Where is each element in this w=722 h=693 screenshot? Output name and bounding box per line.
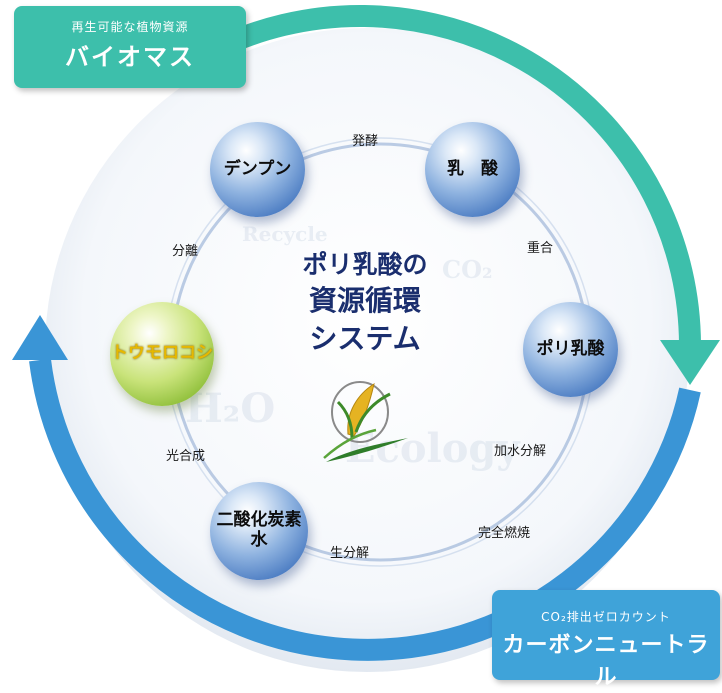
step-polymerization: 重合: [527, 241, 554, 256]
biomass-subtitle: 再生可能な植物資源: [71, 20, 189, 34]
node-co2-label: 二酸化炭素: [216, 510, 302, 531]
corn-leaf-logo-icon: [323, 381, 408, 462]
biomass-title: バイオマス: [65, 43, 195, 71]
step-fermentation: 発酵: [352, 134, 379, 149]
node-pla-label: ポリ乳酸: [536, 338, 605, 359]
node-polylactic-acid: ポリ乳酸: [523, 302, 618, 397]
node-starch: デンプン: [210, 122, 305, 217]
step-separation: 分離: [172, 244, 199, 259]
carbon-neutral-subtitle: CO₂排出ゼロカウント: [541, 610, 671, 624]
node-lactic-acid-label: 乳 酸: [447, 158, 498, 179]
background-disc: [45, 28, 689, 672]
biomass-tag: 再生可能な植物資源 バイオマス: [14, 6, 246, 88]
carbon-neutral-tag: CO₂排出ゼロカウント カーボンニュートラル: [492, 590, 720, 690]
teal-cycle-arrow: [209, 4, 701, 346]
node-lactic-acid: 乳 酸: [425, 122, 520, 217]
node-water-label: 水: [250, 530, 268, 550]
center-title: ポリ乳酸の 資源循環 システム: [275, 248, 455, 357]
node-starch-label: デンプン: [223, 158, 292, 179]
center-title-line3: システム: [309, 321, 421, 355]
blue-arrow-head-icon: [12, 315, 68, 360]
step-biodegradation: 生分解: [330, 546, 370, 561]
center-title-line1: ポリ乳酸の: [302, 250, 428, 279]
teal-arrow-head-icon: [660, 340, 720, 385]
center-title-line2: 資源循環: [308, 283, 421, 317]
step-photosynthesis: 光合成: [166, 449, 206, 464]
step-hydrolysis: 加水分解: [494, 444, 547, 459]
step-combustion: 完全燃焼: [478, 526, 531, 541]
node-corn-label: トウモロコシ: [111, 343, 213, 364]
node-corn: トウモロコシ: [110, 302, 214, 406]
node-co2-water: 二酸化炭素 水: [210, 482, 308, 580]
blue-cycle-arrow: [29, 358, 701, 661]
carbon-neutral-title: カーボンニュートラル: [502, 633, 710, 690]
